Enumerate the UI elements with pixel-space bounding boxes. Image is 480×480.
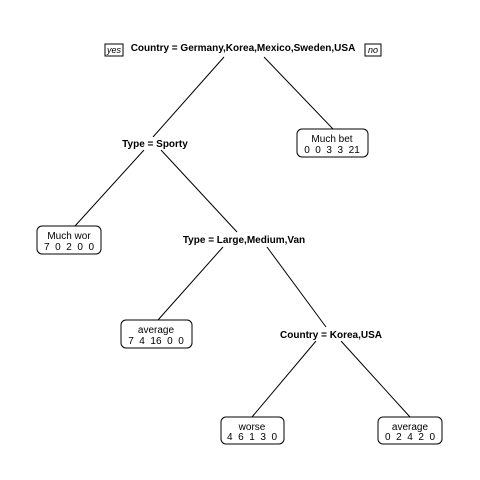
edge-root-to-type-split xyxy=(152,56,225,138)
yes-direction-box xyxy=(104,43,124,57)
yes-direction-label: yes xyxy=(106,45,122,55)
leaf-class-counts: 0 2 4 2 0 xyxy=(385,432,435,443)
leaf-class-counts: 7 4 16 0 0 xyxy=(128,336,184,347)
leaf-box xyxy=(120,319,193,349)
leaf-class-label: average xyxy=(392,422,429,433)
leaf-class-label: worse xyxy=(238,422,266,433)
country-split-label: Country = Korea,USA xyxy=(280,330,382,341)
leaf-average-2: average 0 2 4 2 0 xyxy=(377,416,443,445)
type-split-node: Type = Sporty xyxy=(120,137,190,150)
root-split-node: yes Country = Germany,Korea,Mexico,Swede… xyxy=(104,41,382,57)
leaf-worse: worse 4 6 1 3 0 xyxy=(220,416,285,445)
leaf-box xyxy=(296,128,369,158)
edge-type-split-to-much-worse-leaf xyxy=(74,149,145,227)
leaf-box xyxy=(220,416,285,445)
leaf-class-label: Much bet xyxy=(311,134,352,145)
leaf-box xyxy=(377,416,443,445)
leaf-much-worse: Much wor 7 0 2 0 0 xyxy=(36,225,102,255)
leaf-class-counts: 4 6 1 3 0 xyxy=(227,432,277,443)
edge-size-split-to-average-leaf-1 xyxy=(157,246,224,321)
root-split-label: Country = Germany,Korea,Mexico,Sweden,US… xyxy=(131,43,356,54)
type-split-label: Type = Sporty xyxy=(122,139,188,150)
no-direction-label: no xyxy=(368,45,378,55)
leaf-class-label: Much wor xyxy=(47,231,91,242)
leaf-much-better: Much bet 0 0 3 3 21 xyxy=(296,128,369,158)
leaf-class-label: average xyxy=(138,325,175,336)
country-split-node: Country = Korea,USA xyxy=(278,328,384,341)
no-direction-box xyxy=(364,43,382,57)
leaf-average-1: average 7 4 16 0 0 xyxy=(120,319,193,349)
edge-country-split-to-average-leaf-2 xyxy=(340,340,411,418)
size-split-label: Type = Large,Medium,Van xyxy=(183,235,305,246)
edge-size-split-to-country-split xyxy=(266,246,327,328)
size-split-node: Type = Large,Medium,Van xyxy=(178,233,310,246)
edge-type-split-to-size-split xyxy=(160,149,238,233)
leaf-class-counts: 7 0 2 0 0 xyxy=(44,242,94,253)
edge-country-split-to-worse-leaf xyxy=(251,340,317,418)
leaf-box xyxy=(36,225,102,255)
leaf-class-counts: 0 0 3 3 21 xyxy=(304,145,360,156)
edge-root-to-much-better-leaf xyxy=(263,56,334,130)
